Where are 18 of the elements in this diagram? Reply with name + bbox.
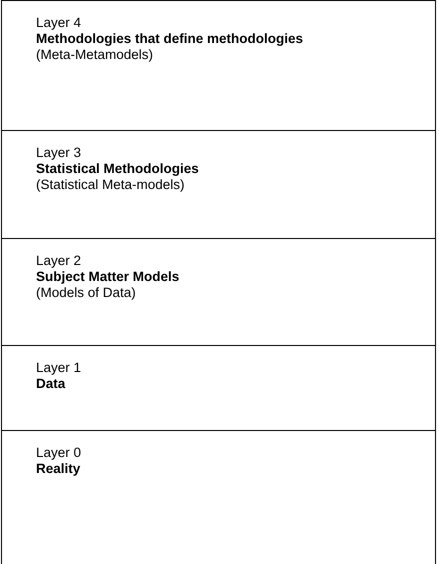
layer-number: Layer 2 (36, 253, 82, 269)
layer-subtitle: (Models of Data) (36, 285, 136, 301)
layer-title: Subject Matter Models (36, 269, 180, 285)
layer-number: Layer 1 (36, 360, 82, 376)
layer-band (1, 130, 436, 238)
layer-band (1, 0, 436, 130)
layer-title: Methodologies that define methodologies (36, 31, 304, 47)
layer-number: Layer 0 (36, 445, 82, 461)
layer-band (1, 345, 436, 430)
layer-band (1, 430, 436, 564)
layer-title: Reality (36, 461, 80, 477)
layer-number: Layer 4 (36, 15, 82, 31)
layer-number: Layer 3 (36, 145, 82, 161)
layer-subtitle: (Meta-Metamodels) (36, 47, 154, 63)
layer-title: Statistical Methodologies (36, 161, 199, 177)
layer-title: Data (36, 376, 66, 392)
layer-band (1, 238, 436, 345)
layer-subtitle: (Statistical Meta-models) (36, 177, 185, 193)
